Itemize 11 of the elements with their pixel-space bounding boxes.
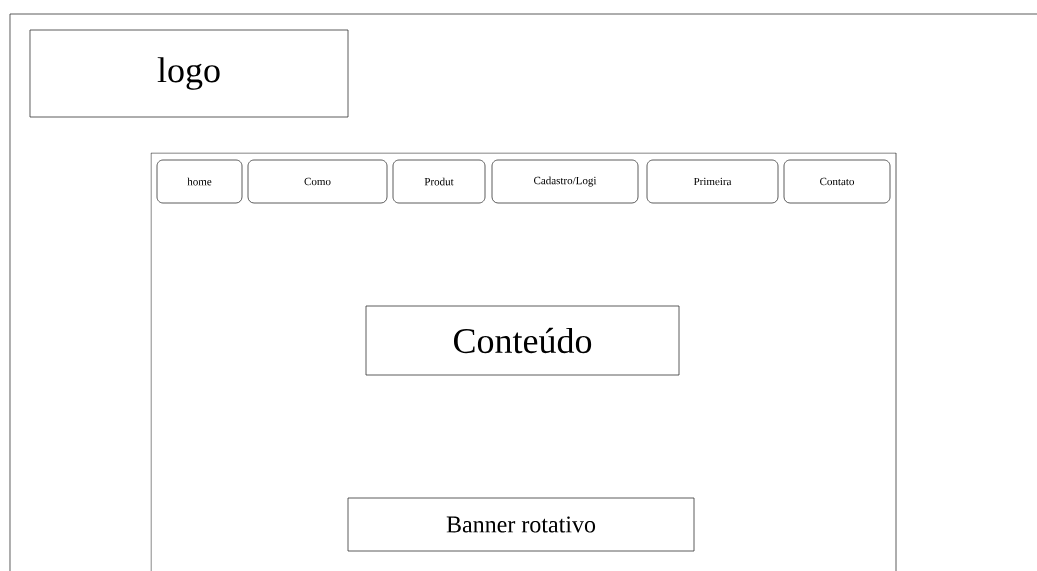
menu-tab: Como bbox=[247, 159, 388, 204]
menu-tab: Primeira bbox=[646, 159, 779, 204]
menu-tab: Produt bbox=[392, 159, 486, 204]
placeholder-box: logo bbox=[29, 29, 349, 118]
banner-box: Banner rotativo bbox=[347, 497, 695, 552]
menu-tab: Contato bbox=[783, 159, 891, 204]
page-frame bbox=[9, 13, 1037, 571]
content-frame bbox=[150, 152, 897, 571]
content-box: Conteúdo bbox=[365, 305, 680, 376]
menu-tab: home bbox=[156, 159, 243, 204]
menu-tab: Cadastro/Logi bbox=[491, 159, 639, 204]
